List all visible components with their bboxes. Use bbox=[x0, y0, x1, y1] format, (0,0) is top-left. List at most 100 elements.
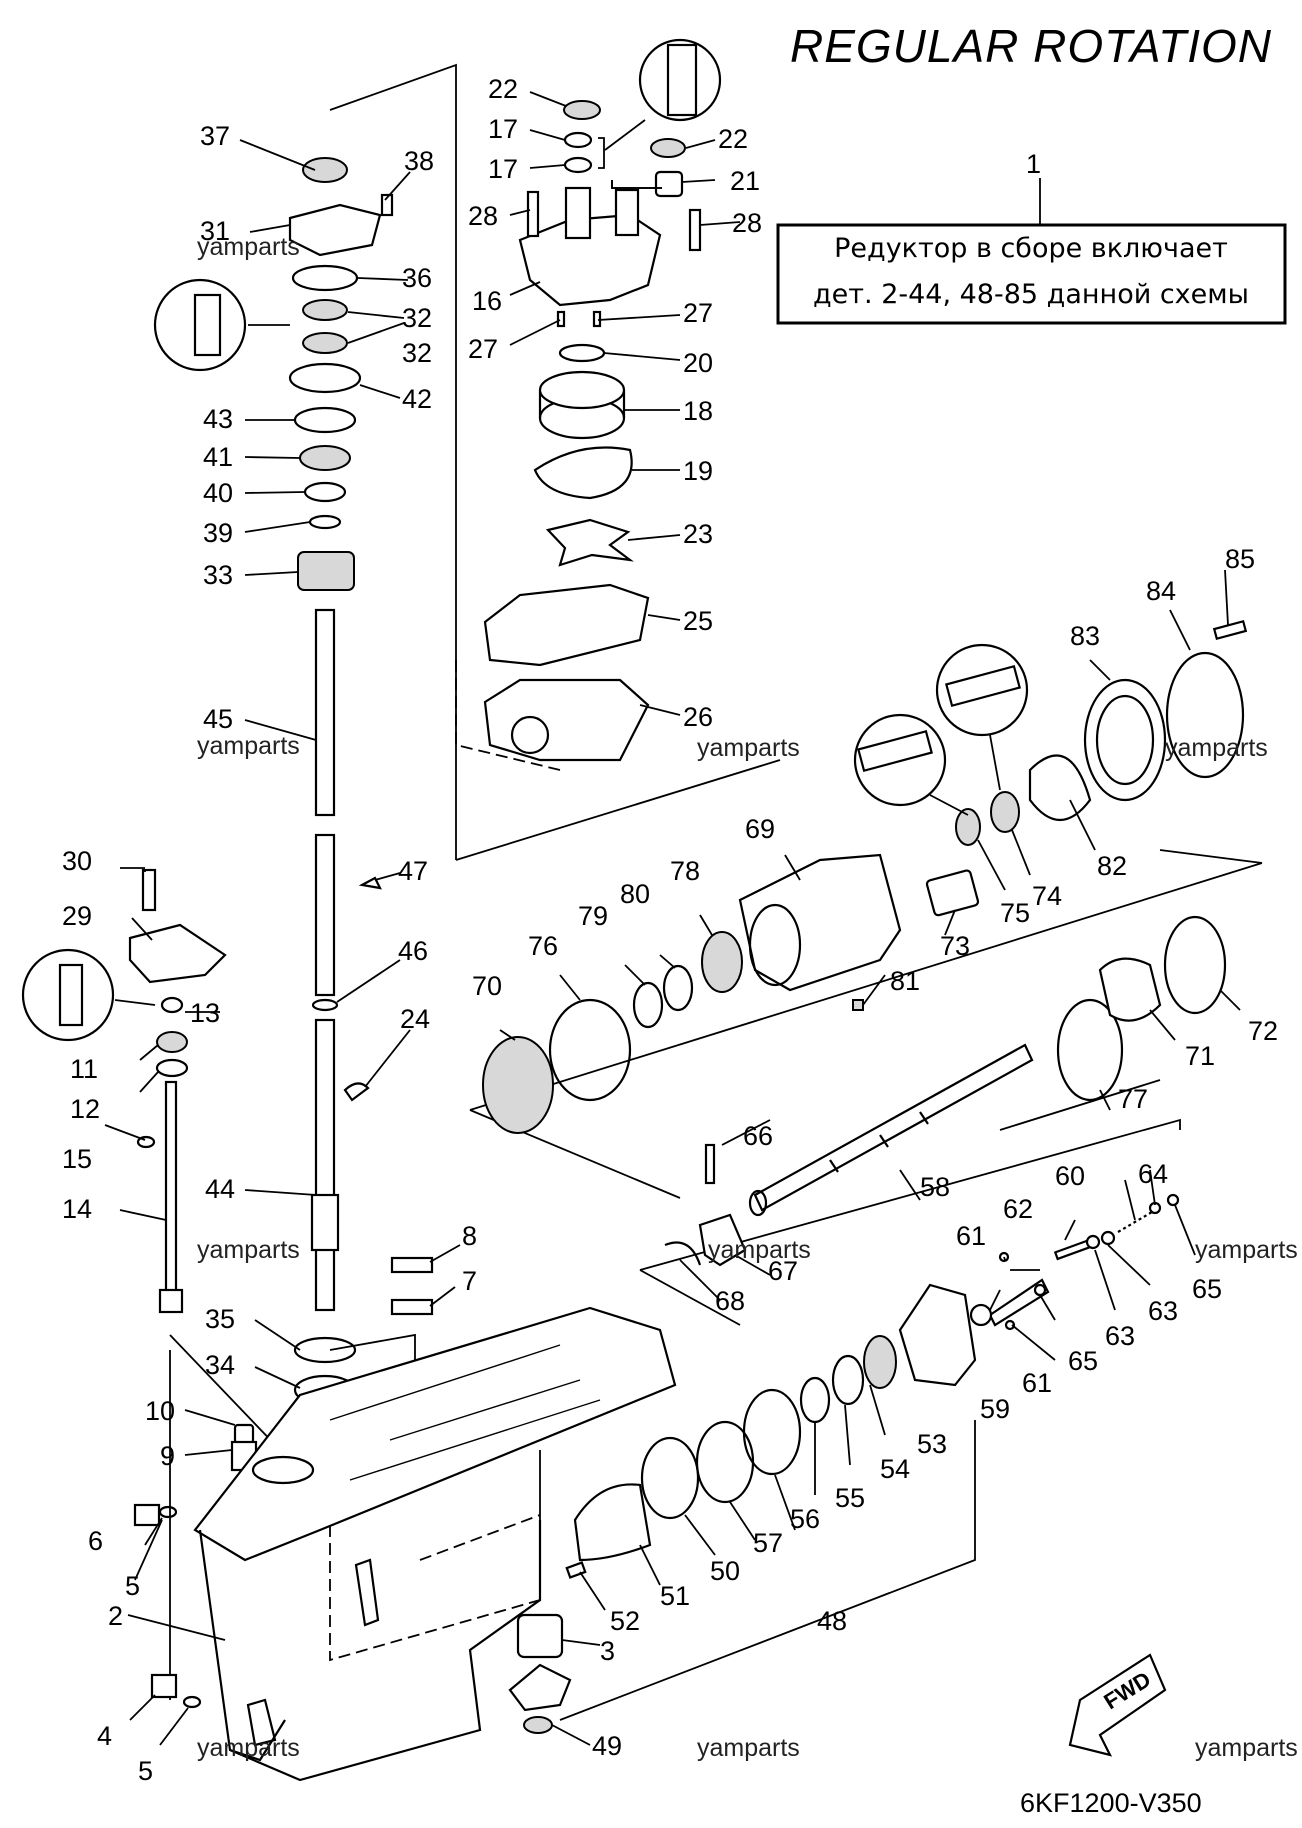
callout-9: 9 bbox=[160, 1441, 175, 1471]
part-24-key bbox=[343, 1082, 370, 1102]
part-51-forward-bearing bbox=[573, 1483, 652, 1562]
cartridge-walls bbox=[538, 390, 626, 418]
part-29-retainer bbox=[128, 923, 227, 984]
callout-83: 83 bbox=[1070, 621, 1100, 651]
callout-51: 51 bbox=[660, 1581, 690, 1611]
callout-80: 80 bbox=[620, 879, 650, 909]
part-52-pin bbox=[565, 1561, 587, 1579]
part-49-nut bbox=[523, 1716, 553, 1734]
callout-13: 13 bbox=[190, 998, 220, 1028]
shift-rod-line bbox=[169, 1334, 281, 1451]
part-36-o-ring bbox=[291, 264, 359, 292]
pump-group-line bbox=[455, 759, 781, 861]
callout-50: 50 bbox=[710, 1556, 740, 1586]
lower-case-top bbox=[193, 1306, 677, 1562]
keys-line bbox=[329, 1333, 416, 1370]
inset-driveshaft bbox=[193, 293, 222, 357]
watermark-1: yamparts bbox=[197, 233, 300, 261]
callout-49: 49 bbox=[592, 1731, 622, 1761]
note-line-2: дет. 2-44, 48-85 данной схемы bbox=[813, 279, 1249, 310]
callout-15: 15 bbox=[62, 1144, 92, 1174]
inset-74-shaft bbox=[944, 664, 1022, 708]
group-bracket-lines bbox=[169, 63, 1263, 1721]
part-2-lower-case bbox=[193, 1306, 677, 1782]
part-38-bolt bbox=[380, 193, 394, 217]
part-53-bearing bbox=[863, 1335, 897, 1389]
callout-19: 19 bbox=[683, 456, 713, 486]
detail-inset-driveshaft-seal bbox=[153, 278, 247, 372]
callout-32-a: 32 bbox=[402, 303, 432, 333]
lower-case-ribs bbox=[329, 1344, 601, 1481]
part-8-key bbox=[390, 1256, 434, 1274]
shift-mechanism bbox=[664, 1143, 1180, 1331]
callout-45: 45 bbox=[203, 704, 233, 734]
part-5-gasket bbox=[158, 1505, 178, 1519]
assembly-note: Редуктор в сборе включает дет. 2-44, 48-… bbox=[776, 178, 1287, 325]
callout-55: 55 bbox=[835, 1483, 865, 1513]
drive-shaft-lower bbox=[314, 833, 336, 997]
ring-nut-inner bbox=[1095, 694, 1155, 786]
bracket-21-22 bbox=[611, 180, 662, 189]
lower-case-anode bbox=[246, 1698, 277, 1747]
callout-25: 25 bbox=[683, 606, 713, 636]
callout-61-a: 61 bbox=[956, 1221, 986, 1251]
part-21-sleeve bbox=[654, 170, 684, 198]
watermark-2: yamparts bbox=[197, 732, 300, 760]
callout-78: 78 bbox=[670, 856, 700, 886]
callout-27-a: 27 bbox=[683, 298, 713, 328]
callout-24: 24 bbox=[400, 1004, 430, 1034]
lower-case-bore bbox=[251, 1455, 315, 1485]
callout-66: 66 bbox=[743, 1121, 773, 1151]
part-71-reverse-gear bbox=[1098, 957, 1162, 1022]
part-78-bearing bbox=[701, 931, 743, 993]
pump-housing-tube bbox=[614, 188, 640, 237]
callout-18: 18 bbox=[683, 396, 713, 426]
part-63-ball-b bbox=[1100, 1230, 1116, 1246]
callout-61-b: 61 bbox=[1022, 1368, 1052, 1398]
callout-67: 67 bbox=[768, 1256, 798, 1286]
callout-17-a: 17 bbox=[488, 114, 518, 144]
plunger-end bbox=[969, 1303, 993, 1327]
watermark-7: yamparts bbox=[1195, 1236, 1298, 1264]
note-line-1: Редуктор в сборе включает bbox=[834, 233, 1228, 264]
inset-shift-rod-leader bbox=[114, 999, 156, 1006]
callout-72: 72 bbox=[1248, 1016, 1278, 1046]
callout-5-b: 5 bbox=[138, 1756, 153, 1786]
callout-47: 47 bbox=[398, 856, 428, 886]
callout-42: 42 bbox=[402, 384, 432, 414]
callout-59: 59 bbox=[980, 1394, 1010, 1424]
leader-lines bbox=[104, 91, 1241, 1746]
part-forward-gear bbox=[898, 1283, 977, 1387]
callout-32-b: 32 bbox=[402, 338, 432, 368]
callout-63-b: 63 bbox=[1105, 1321, 1135, 1351]
water-pump-assembly bbox=[483, 100, 702, 762]
part-69-shaft-housing bbox=[738, 853, 902, 992]
callout-65-b: 65 bbox=[1068, 1346, 1098, 1376]
callout-17-b: 17 bbox=[488, 154, 518, 184]
callout-3: 3 bbox=[600, 1636, 615, 1666]
callout-69: 69 bbox=[745, 814, 775, 844]
callout-85: 85 bbox=[1225, 544, 1255, 574]
part-30-bolt bbox=[141, 868, 157, 912]
part-46-ring bbox=[311, 998, 339, 1012]
pump-dashed-line bbox=[455, 660, 561, 771]
part-79-shim bbox=[632, 981, 664, 1029]
part-70-bearing bbox=[482, 1036, 554, 1134]
part-32-oil-seal-b bbox=[302, 332, 348, 354]
part-12-o-ring bbox=[155, 1058, 189, 1078]
part-23-impeller bbox=[545, 518, 635, 567]
part-7-key bbox=[390, 1298, 434, 1316]
part-gear-pinion bbox=[508, 1663, 572, 1712]
shaft-end bbox=[748, 1189, 768, 1217]
callout-43: 43 bbox=[203, 404, 233, 434]
gasket-hole bbox=[510, 715, 550, 755]
shift-group-top2 bbox=[999, 1079, 1161, 1131]
callout-29: 29 bbox=[62, 901, 92, 931]
callout-56: 56 bbox=[790, 1504, 820, 1534]
callout-26: 26 bbox=[683, 702, 713, 732]
callout-48: 48 bbox=[817, 1606, 847, 1636]
part-37-seal bbox=[302, 157, 348, 183]
driveshaft-group-line bbox=[329, 63, 457, 860]
cartridge-top bbox=[538, 370, 626, 410]
